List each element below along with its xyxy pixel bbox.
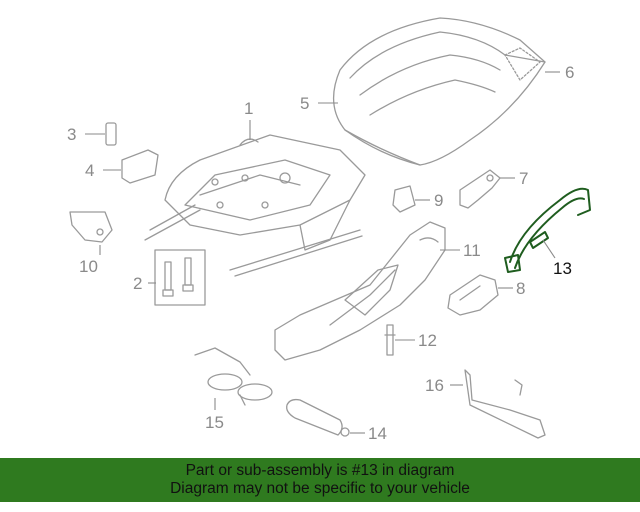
seat-cushion-part: [332, 17, 546, 166]
pin-part-12: [384, 324, 396, 356]
callout-10: 10: [79, 257, 98, 276]
bracket-part-16: [464, 369, 546, 439]
parts-diagram: 1 5 6 3 4 10 2 7 9 11 8 12 13 16 14 15: [67, 17, 591, 443]
callout-4: 4: [85, 161, 94, 180]
bracket-part-4: [121, 149, 159, 184]
callout-13: 13: [553, 259, 572, 278]
cover-part-10: [69, 211, 113, 243]
seat-frame-part: [144, 134, 366, 277]
callout-2: 2: [133, 274, 142, 293]
info-banner: Part or sub-assembly is #13 in diagram D…: [0, 458, 640, 502]
callout-9: 9: [434, 191, 443, 210]
callout-5: 5: [300, 94, 309, 113]
callout-1: 1: [244, 99, 253, 118]
leader-lines: [85, 71, 560, 434]
callout-14: 14: [368, 424, 387, 443]
side-shield-part-11: [274, 221, 446, 361]
bolts-part-2: [154, 249, 206, 306]
clip-part-3: [105, 122, 117, 146]
callout-15: 15: [205, 413, 224, 432]
handle-part-8: [447, 274, 499, 316]
knob-part-14: [286, 398, 350, 437]
bracket-part-7: [459, 169, 501, 209]
banner-line-1: Part or sub-assembly is #13 in diagram: [185, 462, 455, 479]
callout-7: 7: [519, 169, 528, 188]
banner-line-2: Diagram may not be specific to your vehi…: [170, 480, 470, 497]
callout-6: 6: [565, 63, 574, 82]
callout-3: 3: [67, 125, 76, 144]
clip-part-9: [392, 185, 416, 213]
callout-8: 8: [516, 279, 525, 298]
callout-16: 16: [425, 376, 444, 395]
seat-cushion-mesh: [504, 47, 541, 81]
clips-part-15: [194, 347, 273, 406]
callout-12: 12: [418, 331, 437, 350]
cable-part-13: [504, 187, 591, 273]
callout-11: 11: [463, 241, 481, 260]
